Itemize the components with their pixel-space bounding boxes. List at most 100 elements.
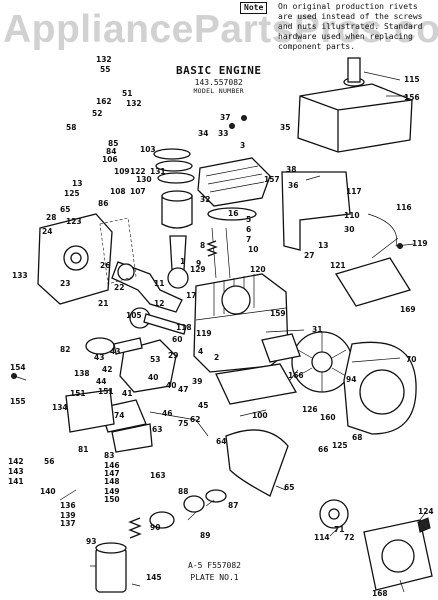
rod-big-end (167, 267, 189, 289)
callout: 129 (190, 265, 206, 274)
callout: 46 (162, 409, 172, 418)
callout: 24 (42, 227, 52, 236)
gear-87 (205, 489, 227, 503)
callout: 90 (150, 523, 160, 532)
callout: 12 (154, 299, 164, 308)
callout: 150 (104, 495, 120, 504)
callout: 16 (228, 209, 238, 218)
cylinder-bore (221, 285, 251, 315)
callout: 42 (102, 365, 112, 374)
camshaft (143, 313, 187, 335)
bolt-37 (229, 123, 235, 129)
callout: 115 (404, 75, 420, 84)
starter-reel (381, 539, 415, 573)
carburetor-body (119, 339, 177, 393)
callout: 26 (100, 261, 110, 270)
callout: 168 (372, 589, 388, 598)
callout: 143 (8, 467, 24, 476)
plate-footer: A-5 F557082 PLATE NO.1 (188, 560, 241, 584)
callout: 58 (66, 123, 76, 132)
callout: 134 (52, 403, 68, 412)
callout: 159 (270, 309, 286, 318)
callout: 156 (404, 93, 420, 102)
callout: 155 (10, 397, 26, 406)
callout: 169 (400, 305, 416, 314)
callout: 117 (346, 187, 362, 196)
note-box: Note On original production rivets are u… (240, 2, 436, 86)
callout: 148 (104, 477, 120, 486)
callout: 21 (98, 299, 108, 308)
note-label: Note (240, 2, 268, 14)
callout: 86 (98, 199, 108, 208)
callout: 27 (304, 251, 314, 260)
callout: 72 (344, 533, 354, 542)
callout: 123 (66, 217, 82, 226)
piston-top (161, 190, 193, 202)
callout: 83 (104, 451, 114, 460)
muffler-shield (225, 429, 289, 497)
bearing-ring (149, 511, 175, 529)
callout: 17 (186, 291, 196, 300)
callout: 8 (200, 241, 205, 250)
callout: 6 (246, 225, 251, 234)
callout: 41 (122, 389, 132, 398)
callout: 121 (330, 261, 346, 270)
intake-tube (113, 337, 143, 355)
callout: 47 (178, 385, 188, 394)
plate-code: A-5 F557082 (188, 561, 241, 570)
cover-seal-inner (70, 252, 82, 264)
callout: 133 (12, 271, 28, 280)
callout: 100 (252, 411, 268, 420)
callout: 138 (74, 369, 90, 378)
callout: 122 (130, 167, 146, 176)
callout: 65 (284, 483, 294, 492)
blower-opening (359, 369, 405, 415)
callout: 10 (248, 245, 258, 254)
page-title: BASIC ENGINE (176, 64, 262, 77)
callout: 63 (152, 425, 162, 434)
callout: 38 (286, 165, 296, 174)
callout: 4 (198, 347, 203, 356)
fuel-line (367, 213, 398, 247)
callout: 94 (346, 375, 356, 384)
callout: 89 (200, 531, 210, 540)
callout: 147 (104, 469, 120, 478)
callout: 13 (318, 241, 328, 250)
callout: 139 (60, 511, 76, 520)
title-block: BASIC ENGINE 143.557082 MODEL NUMBER (176, 64, 261, 95)
callout: 37 (220, 113, 230, 122)
crankshaft-gear (117, 263, 135, 281)
callout: 35 (280, 123, 290, 132)
callout: 163 (150, 471, 166, 480)
callout: 136 (60, 501, 76, 510)
tank-bracket (281, 171, 351, 251)
callout: 3 (240, 141, 245, 150)
callout: 110 (344, 211, 360, 220)
gear-88 (183, 495, 205, 513)
callout: 119 (196, 329, 212, 338)
callout: 109 (114, 167, 130, 176)
callout: 106 (102, 155, 118, 164)
callout: 30 (344, 225, 354, 234)
callout: 125 (332, 441, 348, 450)
flywheel-hub (311, 351, 333, 373)
callout: 32 (200, 195, 210, 204)
callout: 65 (60, 205, 70, 214)
callout: 166 (288, 371, 304, 380)
callout: 103 (140, 145, 156, 154)
callout: 145 (146, 573, 162, 582)
instruction-card (334, 257, 412, 307)
callout: 36 (288, 181, 298, 190)
starter-handle (417, 517, 431, 533)
callout: 39 (192, 377, 202, 386)
callout: 40 (148, 373, 158, 382)
fuel-cap-neck (347, 57, 361, 83)
callout: 43 (94, 353, 104, 362)
callout: 45 (198, 401, 208, 410)
callout: 71 (334, 525, 344, 534)
callout: 33 (218, 129, 228, 138)
callout: 157 (264, 175, 280, 184)
bolt-115 (241, 115, 247, 121)
engine-base-plate (215, 363, 298, 405)
